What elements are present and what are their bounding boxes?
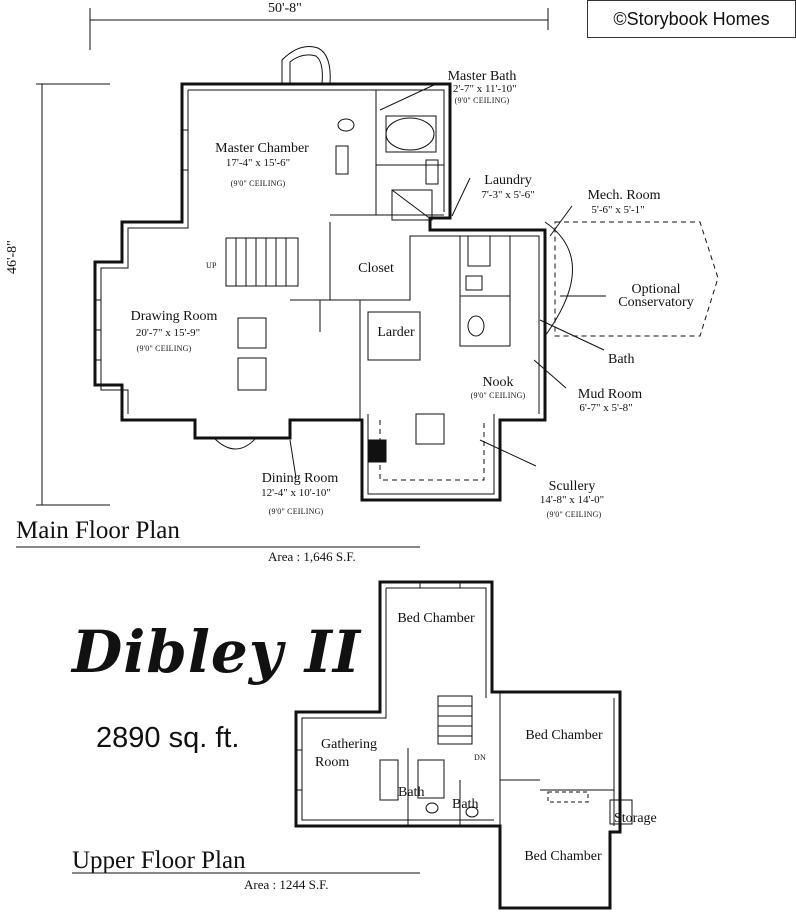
upper-bath-2-label: Bath — [452, 797, 479, 812]
upper-bed-chamber-3-label: Bed Chamber — [524, 849, 602, 864]
scullery-dims: 14'-8" x 14'-0" — [539, 494, 605, 506]
dining-room-label: Dining Room — [261, 471, 339, 486]
drawing-room-ceiling: (9'0" CEILING) — [136, 344, 192, 353]
upper-floor-walls — [294, 580, 622, 910]
leader-lines — [289, 83, 606, 479]
depth-dimension-label: 46'-8" — [5, 240, 20, 274]
mech-room-dims: 5'-6" x 5'-1" — [591, 204, 645, 216]
nook-ceiling: (9'0" CEILING) — [470, 391, 526, 400]
upper-bath-1-label: Bath — [398, 785, 425, 800]
mud-room-dims: 6'-7" x 5'-8" — [579, 402, 633, 414]
laundry-dims: 7'-3" x 5'-6" — [481, 189, 535, 201]
stair-up-label: UP — [206, 261, 217, 270]
main-floor-inner-walls — [95, 46, 719, 495]
main-floor-walls — [93, 82, 547, 502]
width-dimension-label: 50'-8" — [268, 1, 302, 16]
upper-bed-chamber-1-label: Bed Chamber — [397, 611, 475, 626]
home-name-logo: Dibley II — [72, 618, 361, 686]
drawing-room-dims: 20'-7" x 15'-9" — [135, 327, 201, 339]
master-chamber-dims: 17'-4" x 15'-6" — [225, 157, 291, 169]
mech-room-label: Mech. Room — [587, 188, 661, 203]
home-size: 2890 sq. ft. — [96, 722, 240, 754]
master-bath-dims: 12'-7" x 11'-10" — [447, 83, 517, 95]
conservatory-label-line2: Conservatory — [618, 295, 694, 310]
storage-label: Storage — [614, 811, 657, 826]
drawing-room-label: Drawing Room — [130, 309, 218, 324]
closet-label: Closet — [358, 261, 394, 276]
dining-room-ceiling: (9'0" CEILING) — [268, 507, 324, 516]
conservatory-label-line1: Optional — [631, 282, 681, 297]
scullery-ceiling: (9'0" CEILING) — [546, 510, 602, 519]
gathering-room-label-line1: Gathering — [321, 737, 377, 752]
master-bath-ceiling: (9'0" CEILING) — [454, 96, 510, 105]
gathering-room-label-line2: Room — [315, 755, 350, 770]
main-floor-area: Area : 1,646 S.F. — [268, 549, 356, 564]
bath-main-label: Bath — [608, 352, 635, 367]
scullery-label: Scullery — [548, 479, 596, 494]
master-bath-label: Master Bath — [447, 69, 517, 84]
dining-room-dims: 12'-4" x 10'-10" — [261, 487, 331, 499]
laundry-label: Laundry — [484, 173, 532, 188]
stair-dn-label: DN — [474, 753, 486, 762]
nook-label: Nook — [482, 375, 514, 390]
upper-floor-inner-walls — [296, 582, 633, 826]
upper-floor-area: Area : 1244 S.F. — [244, 877, 329, 892]
larder-label: Larder — [377, 325, 415, 340]
copyright-notice: ©Storybook Homes — [587, 0, 796, 38]
master-chamber-label: Master Chamber — [215, 141, 309, 156]
master-chamber-ceiling: (9'0" CEILING) — [230, 179, 286, 188]
mud-room-label: Mud Room — [577, 387, 643, 402]
upper-floor-plan-title: Upper Floor Plan — [72, 847, 246, 874]
main-floor-plan-title: Main Floor Plan — [16, 517, 180, 544]
upper-bed-chamber-2-label: Bed Chamber — [525, 728, 603, 743]
